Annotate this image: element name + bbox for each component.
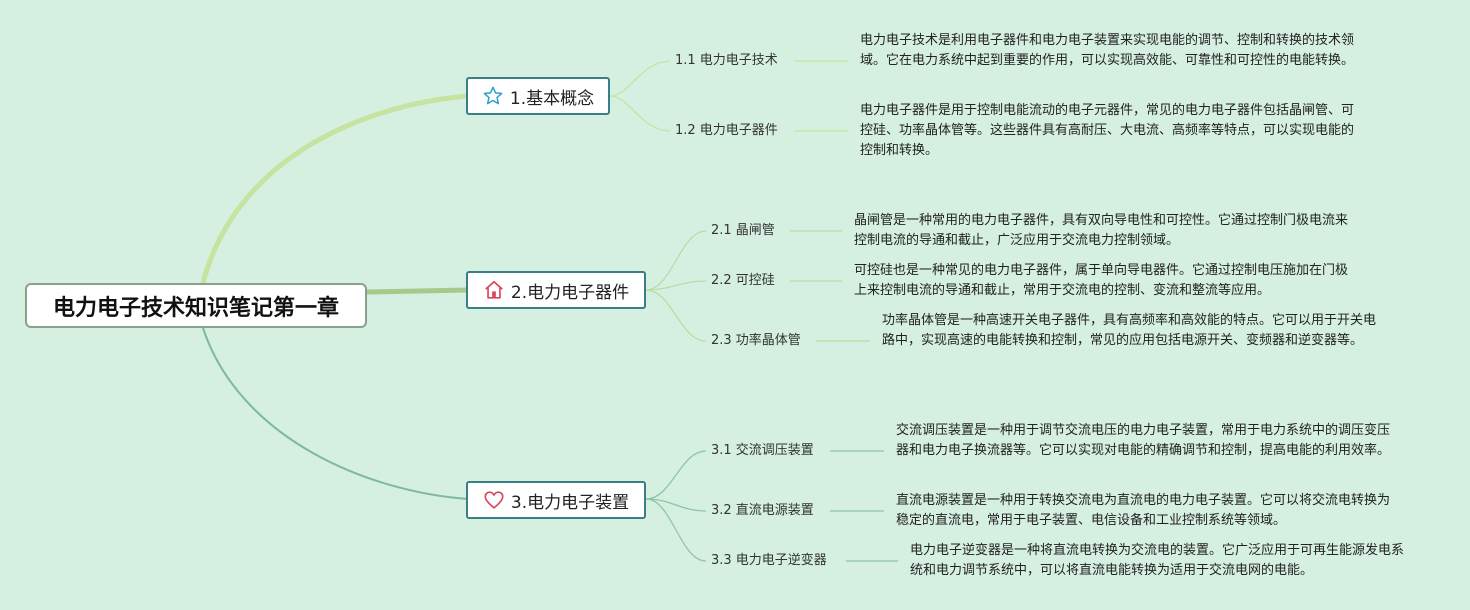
subtopic-2-2[interactable]: 2.2 可控硅	[711, 273, 775, 288]
subtopic-3-1[interactable]: 3.1 交流调压装置	[711, 443, 814, 458]
root-link-1	[200, 93, 469, 284]
star-icon	[483, 86, 503, 105]
branch3-link-2	[645, 498, 707, 512]
branch-power-equipment[interactable]: 3.电力电子装置	[466, 481, 646, 519]
branch-power-devices[interactable]: 2.电力电子器件	[466, 271, 646, 309]
description-2-2: 可控硅也是一种常见的电力电子器件，属于单向导电器件。它通过控制电压施加在门极上来…	[854, 263, 1349, 298]
subtopic-1-2[interactable]: 1.2 电力电子器件	[675, 123, 778, 138]
description-3-2: 直流电源装置是一种用于转换交流电为直流电的电力电子装置。它可以将交流电转换为稳定…	[896, 493, 1391, 528]
branch1-link-1	[609, 60, 671, 97]
branch2-link-1	[645, 230, 707, 291]
root-link-2	[366, 287, 469, 295]
subtopic-1-1[interactable]: 1.1 电力电子技术	[675, 53, 778, 68]
heart-icon	[484, 491, 504, 509]
description-1-1: 电力电子技术是利用电子器件和电力电子装置来实现电能的调节、控制和转换的技术领域。…	[860, 33, 1355, 68]
root-topic[interactable]: 电力电子技术知识笔记第一章	[25, 283, 367, 328]
branch2-link-2	[645, 280, 707, 291]
branch-label: 2.电力电子器件	[510, 282, 630, 303]
branch3-link-3	[645, 498, 707, 562]
description-3-3: 电力电子逆变器是一种将直流电转换为交流电的装置。它广泛应用于可再生能源发电系统和…	[910, 543, 1405, 578]
root-link-3	[202, 327, 469, 500]
root-title: 电力电子技术知识笔记第一章	[52, 295, 339, 321]
description-2-3: 功率晶体管是一种高速开关电子器件，具有高频率和高效能的特点。它可以用于开关电路中…	[882, 313, 1377, 348]
branch3-link-1	[645, 450, 707, 500]
branch-label: 3.电力电子装置	[510, 492, 630, 513]
description-3-1: 交流调压装置是一种用于调节交流电压的电力电子装置，常用于电力系统中的调压变压器和…	[896, 423, 1391, 458]
subtopic-2-1[interactable]: 2.1 晶闸管	[711, 223, 775, 238]
description-1-2: 电力电子器件是用于控制电能流动的电子元器件，常见的电力电子器件包括晶闸管、可控硅…	[860, 103, 1355, 158]
subtopic-3-2[interactable]: 3.2 直流电源装置	[711, 503, 814, 518]
description-2-1: 晶闸管是一种常用的电力电子器件，具有双向导电性和可控性。它通过控制门极电流来控制…	[854, 213, 1349, 248]
branch-basic-concepts[interactable]: 1.基本概念	[466, 77, 610, 115]
subtopic-3-3[interactable]: 3.3 电力电子逆变器	[711, 553, 827, 568]
branch-label: 1.基本概念	[509, 88, 595, 109]
subtopic-2-3[interactable]: 2.3 功率晶体管	[711, 333, 801, 348]
home-icon	[485, 280, 503, 299]
branch1-link-2	[609, 95, 671, 132]
branch2-link-3	[645, 289, 707, 342]
